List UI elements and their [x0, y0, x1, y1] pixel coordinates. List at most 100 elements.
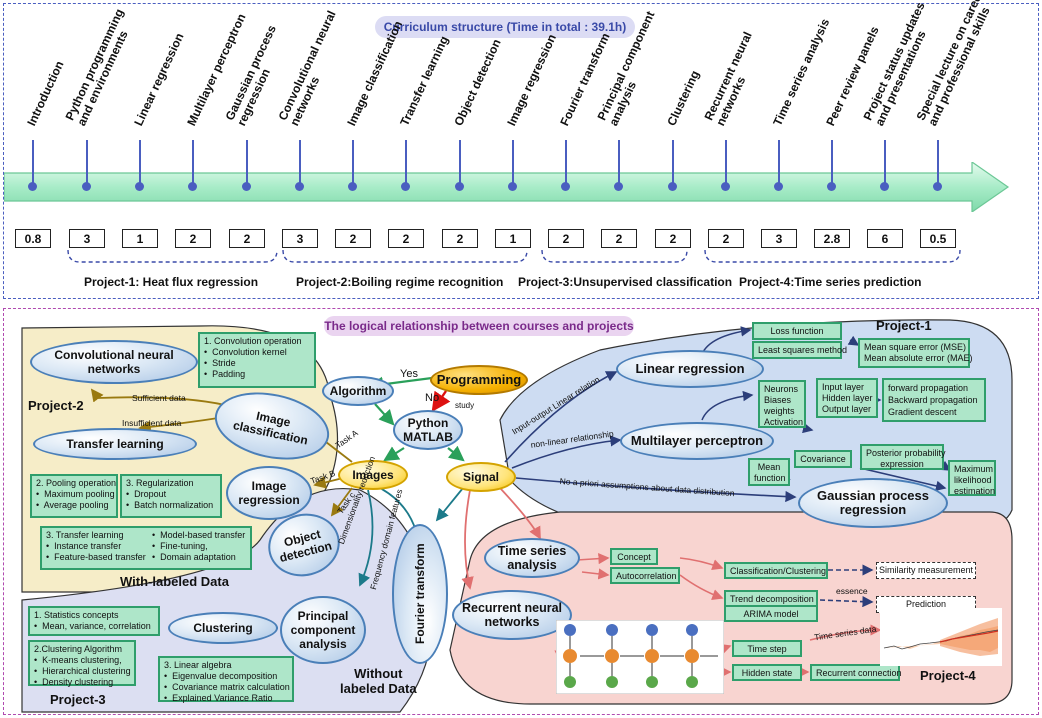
- curriculum-title: Curriculum structure (Time in total : 39…: [375, 16, 635, 38]
- timeline-stem: [565, 140, 567, 186]
- hours-box: 2: [335, 229, 371, 248]
- timeline-stem: [192, 140, 194, 186]
- timeline-dot: [880, 182, 889, 191]
- hours-box: 2: [655, 229, 691, 248]
- relationship-title: The logical relationship between courses…: [324, 316, 634, 336]
- posterior-box: Posterior probability expression: [860, 444, 946, 470]
- rnn-diagram: [556, 620, 724, 694]
- hours-box: 1: [122, 229, 158, 248]
- statistics-box: 1. Statistics concepts • Mean, variance,…: [28, 606, 160, 636]
- project-1-label: Project-1: Heat flux regression: [84, 275, 259, 289]
- project-2-label: Project-2:Boiling regime recognition: [296, 275, 504, 289]
- rnn-node: Recurrent neural networks: [452, 590, 572, 640]
- timeline-dot: [774, 182, 783, 191]
- hours-box: 2: [229, 229, 265, 248]
- images-node: Images: [338, 460, 408, 490]
- similarity-box: Similarity measurement: [876, 562, 976, 579]
- curriculum-frame: [3, 3, 1039, 299]
- cnn-node: Convolutional neural networks: [30, 340, 198, 384]
- rnn-hidden-nodes: [563, 649, 699, 663]
- hours-box: 3: [282, 229, 318, 248]
- no-label: No: [425, 392, 440, 404]
- timeline-dot: [721, 182, 730, 191]
- timeline-dot: [295, 182, 304, 191]
- propagation-box: forward propagation Backward propagation…: [882, 378, 986, 422]
- timeline-stem: [778, 140, 780, 186]
- timeline-dot: [508, 182, 517, 191]
- loss-function-box: Loss function: [752, 322, 842, 340]
- programming-node: Programming: [430, 365, 528, 395]
- layers-box: Input layer Hidden layer Output layer: [816, 378, 878, 418]
- insufficient-data-label: Insufficient data: [122, 418, 182, 428]
- transfer-learning-box-left: 3. Transfer learning • Instance transfer…: [46, 530, 146, 562]
- mean-function-box: Mean function: [748, 458, 790, 486]
- linear-algebra-box: 3. Linear algebra • Eigenvalue decomposi…: [158, 656, 294, 703]
- essence-label: essence: [836, 586, 868, 596]
- linear-regression-node: Linear regression: [616, 350, 764, 388]
- project-1-region-label: Project-1: [876, 318, 932, 333]
- timeline-stem: [459, 140, 461, 186]
- convolution-box: 1. Convolution operation • Convolution k…: [198, 332, 316, 388]
- fourier-node: Fourier transform: [392, 524, 448, 664]
- timeline-stem: [405, 140, 407, 186]
- project-3-region-label: Project-3: [50, 692, 106, 707]
- timeline-dot: [455, 182, 464, 191]
- timeline-dot: [242, 182, 251, 191]
- signal-node: Signal: [446, 462, 516, 492]
- time-series-plot: [880, 608, 1002, 666]
- timeline-stem: [139, 140, 141, 186]
- project-3-data-label: Without labeled Data: [340, 666, 417, 696]
- clustering-algorithm-box: 2.Clustering Algorithm • K-means cluster…: [28, 640, 136, 687]
- yes-label: Yes: [400, 368, 418, 380]
- timeline-stem: [32, 140, 34, 186]
- regularization-box: 3. Regularization • Dropout • Batch norm…: [120, 474, 222, 518]
- timeline-stem: [352, 140, 354, 186]
- timeline-dot: [614, 182, 623, 191]
- timeline-stem: [246, 140, 248, 186]
- timeline-dot: [188, 182, 197, 191]
- hours-box: 3: [69, 229, 105, 248]
- sufficient-data-label: Sufficient data: [132, 393, 186, 403]
- timeline-stem: [725, 140, 727, 186]
- mlp-node: Multilayer perceptron: [620, 422, 774, 460]
- neurons-box: Neurons Biases weights Activation: [758, 380, 806, 428]
- hours-box: 2: [601, 229, 637, 248]
- project-4-region-label: Project-4: [920, 668, 976, 683]
- project-3-label: Project-3:Unsupervised classification: [518, 275, 733, 289]
- timeline-dot: [28, 182, 37, 191]
- rnn-input-nodes: [564, 676, 698, 688]
- time-series-node: Time series analysis: [484, 538, 580, 578]
- timeline-stem: [831, 140, 833, 186]
- pca-node: Principal component analysis: [280, 596, 366, 664]
- python-matlab-node: Python MATLAB: [393, 410, 463, 450]
- timeline-stem: [884, 140, 886, 186]
- timeline-dot: [561, 182, 570, 191]
- project-4-label: Project-4:Time series prediction: [739, 275, 922, 289]
- gpr-node: Gaussian process regression: [798, 478, 948, 528]
- mle-box: Maximum likelihood estimation: [948, 460, 996, 496]
- algorithm-node: Algorithm: [322, 376, 394, 406]
- rnn-output-nodes: [564, 624, 698, 636]
- hours-box: 2: [708, 229, 744, 248]
- timeline-stem: [86, 140, 88, 186]
- concept-box: Concept: [610, 548, 658, 565]
- clustering-node: Clustering: [168, 612, 278, 644]
- timeline-stem: [299, 140, 301, 186]
- classification-clustering-box: Classification/Clustering: [724, 562, 828, 579]
- hours-box: 3: [761, 229, 797, 248]
- hours-box: 2: [442, 229, 478, 248]
- timeline-stem: [618, 140, 620, 186]
- project-2-data-label: With-labeled Data: [120, 574, 229, 589]
- timeline-arrow: [4, 162, 1010, 212]
- timeline-dot: [82, 182, 91, 191]
- timeline-dot: [668, 182, 677, 191]
- relationship-frame: [3, 308, 1039, 715]
- covariance-box: Covariance: [794, 450, 852, 468]
- timeline-dot: [135, 182, 144, 191]
- arima-box: ARIMA model: [724, 605, 818, 622]
- least-squares-box: Least squares method: [752, 341, 847, 359]
- pooling-box: 2. Pooling operation • Maximum pooling •…: [30, 474, 118, 518]
- hours-box: 2.8: [814, 229, 850, 248]
- hours-box: 0.5: [920, 229, 956, 248]
- timeline-stem: [512, 140, 514, 186]
